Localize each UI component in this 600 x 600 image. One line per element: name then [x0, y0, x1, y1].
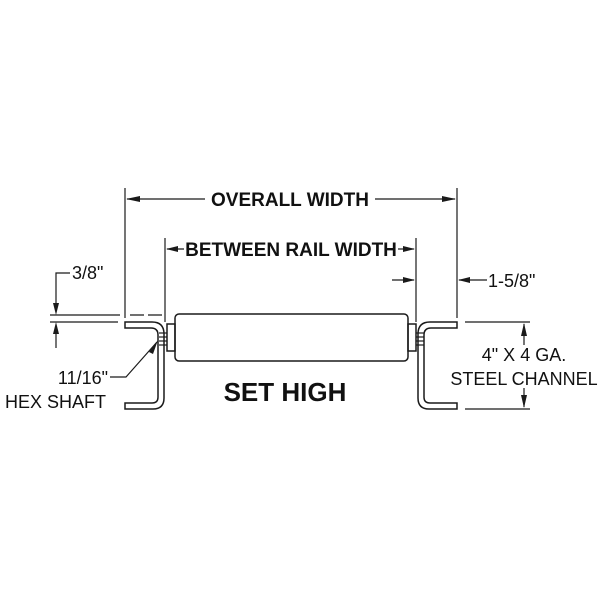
diagram-title: SET HIGH [224, 377, 347, 407]
arrowhead-left [403, 277, 415, 283]
overall-width-dimension: OVERALL WIDTH [124, 188, 458, 318]
between-rail-width-label: BETWEEN RAIL WIDTH [185, 240, 397, 261]
left-hex-shaft-nut [159, 332, 167, 346]
arrowhead-up [521, 323, 527, 336]
rail-offset-label: 1-5/8" [488, 271, 535, 291]
right-channel-outline [417, 321, 458, 410]
hex-shaft-callout: 11/16" HEX SHAFT [5, 340, 158, 412]
set-high-leader [55, 272, 70, 310]
set-high-offset-dimension: 3/8" [50, 263, 162, 348]
rail-offset-dimension: 1-5/8" [392, 271, 535, 291]
hex-shaft-leader [110, 341, 158, 378]
hex-shaft-arrowhead [149, 340, 158, 354]
left-channel-outline [124, 321, 165, 410]
arrowhead-right [458, 277, 470, 283]
roller-tube [174, 313, 409, 362]
right-steel-channel [417, 321, 458, 410]
arrowhead-right [403, 246, 415, 252]
arrowhead-left [166, 246, 178, 252]
overall-width-label: OVERALL WIDTH [211, 190, 369, 211]
roller [159, 313, 424, 362]
left-steel-channel [124, 321, 165, 410]
arrowhead-down [53, 303, 59, 315]
right-bearing [407, 323, 417, 352]
arrowhead-down [521, 395, 527, 408]
hex-shaft-size-label: 11/16" [58, 368, 108, 388]
channel-height-dimension: 4" X 4 GA. STEEL CHANNEL [450, 321, 598, 410]
arrowhead-left [126, 196, 140, 202]
arrowhead-up [53, 322, 59, 334]
set-high-offset-label: 3/8" [72, 263, 103, 283]
arrowhead-right [442, 196, 456, 202]
channel-type-label: STEEL CHANNEL [450, 369, 597, 389]
left-bearing [166, 323, 176, 352]
channel-size-label: 4" X 4 GA. [482, 345, 566, 365]
right-hex-shaft-nut [416, 332, 424, 346]
hex-shaft-type-label: HEX SHAFT [5, 392, 106, 412]
between-rail-width-dimension: BETWEEN RAIL WIDTH [164, 238, 417, 322]
